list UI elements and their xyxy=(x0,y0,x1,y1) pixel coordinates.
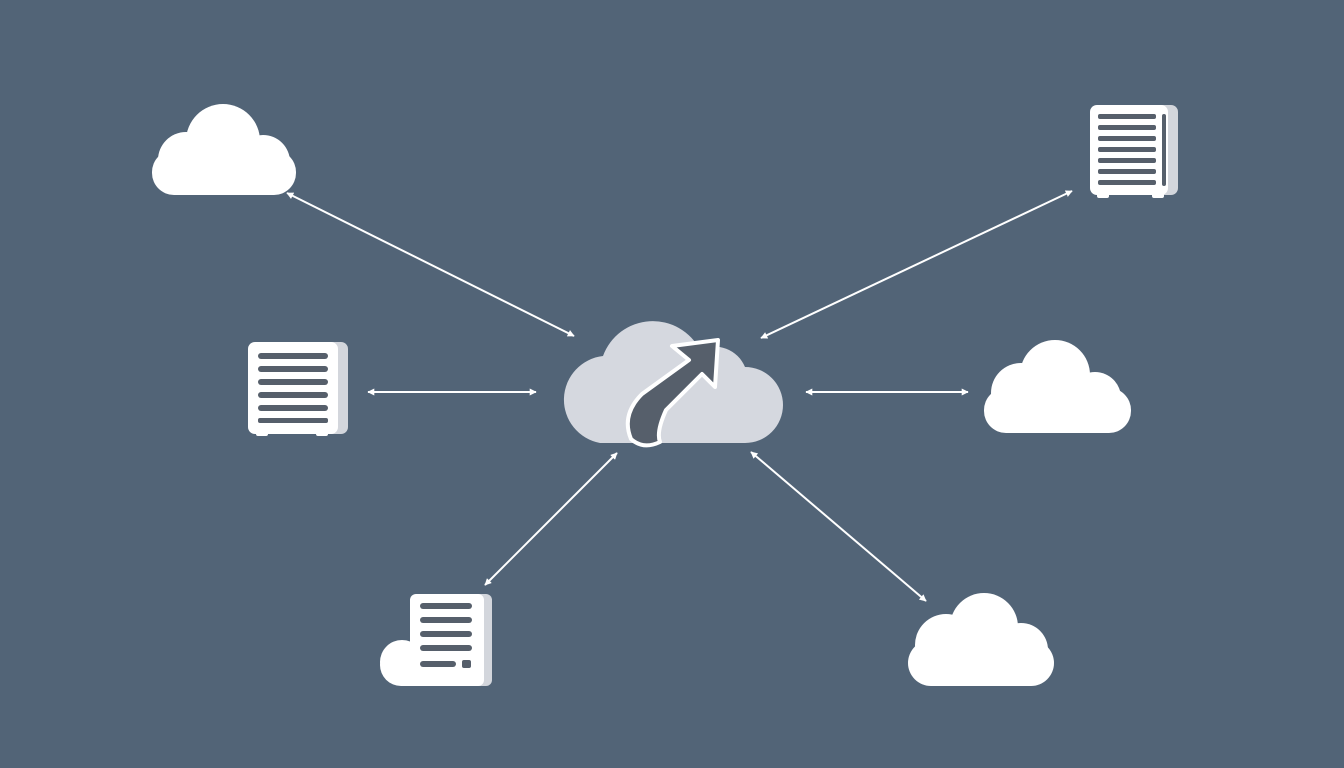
server-rack-icon[interactable] xyxy=(1090,105,1178,198)
cloud-icon[interactable] xyxy=(984,340,1131,433)
connector-hub-server-top-right xyxy=(760,190,1073,339)
server-rack-icon[interactable] xyxy=(248,342,348,436)
cloud-icon[interactable] xyxy=(908,593,1054,686)
upload-arrow-icon xyxy=(625,338,720,448)
cloud-icon[interactable] xyxy=(152,104,296,195)
hub-cloud-upload-icon[interactable] xyxy=(563,321,783,448)
cloud-document-icon[interactable] xyxy=(380,594,492,686)
connector-hub-cloud-top-left xyxy=(286,192,575,337)
connector-hub-document-bottom-left xyxy=(484,452,618,586)
connector-hub-cloud-bottom-right xyxy=(750,451,927,602)
connector-group xyxy=(286,190,1073,602)
